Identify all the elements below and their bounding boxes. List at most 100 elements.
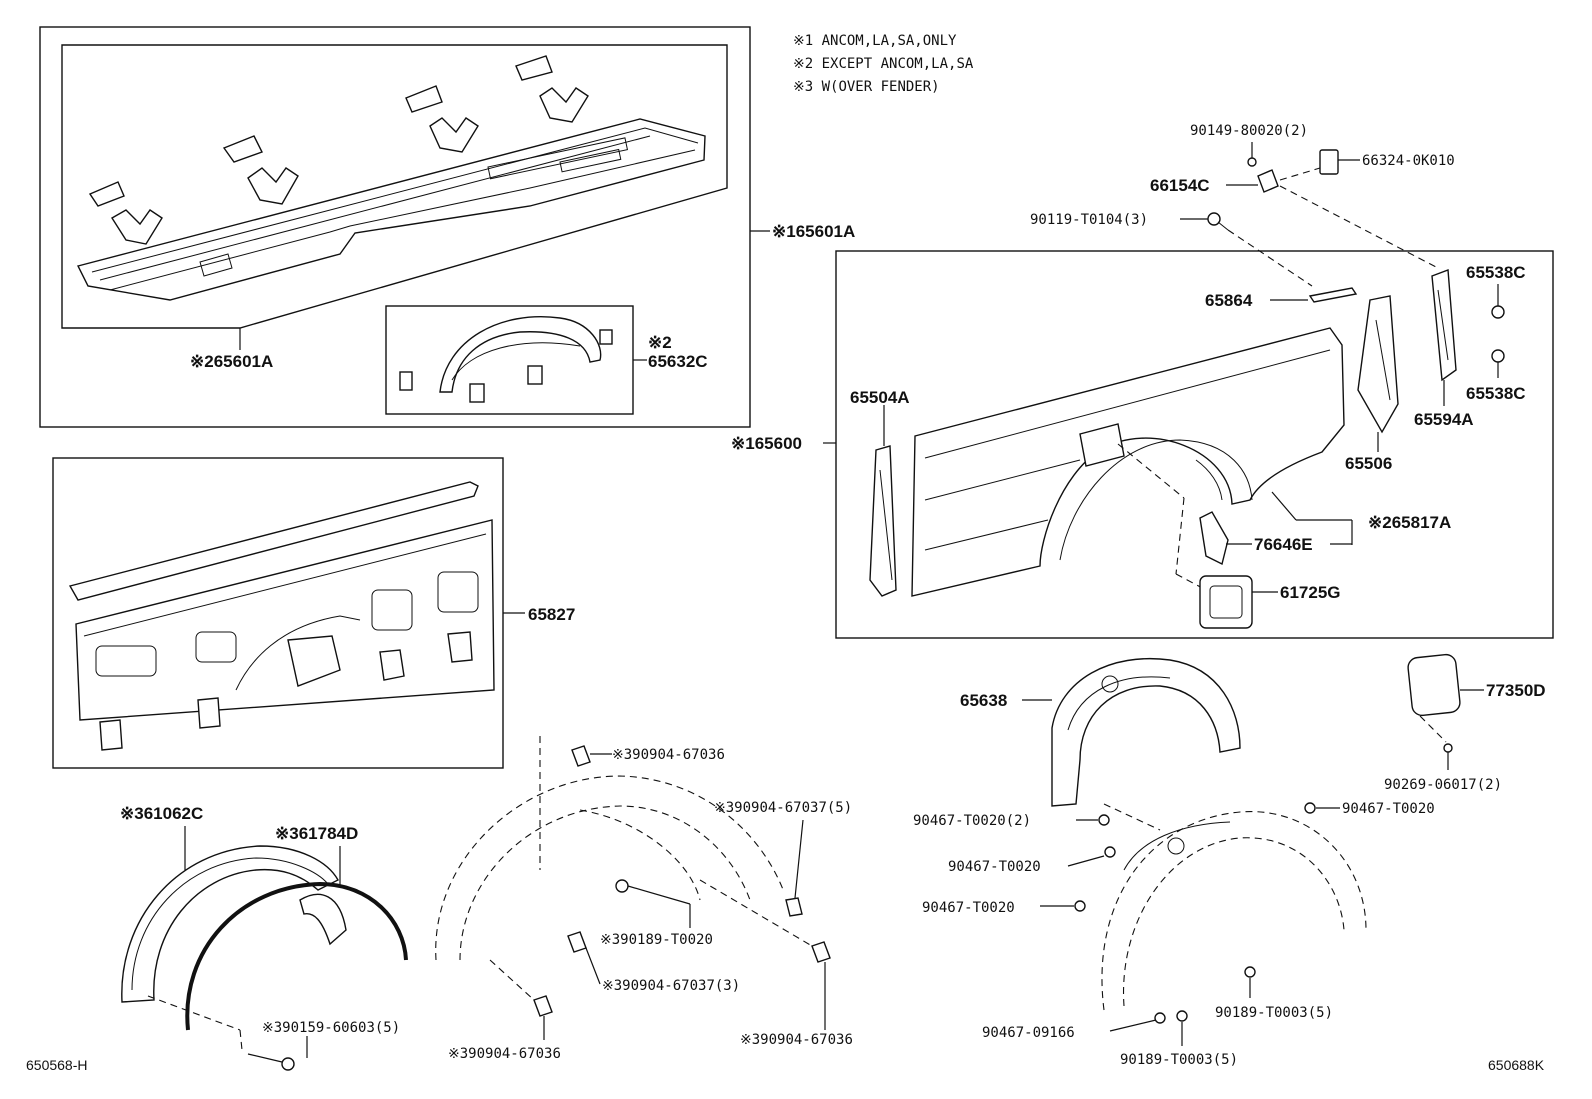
label-90189-T0020: ※390189-T0020 bbox=[600, 932, 713, 948]
wheel-liner-dashed bbox=[1101, 811, 1367, 1011]
bracket-66324 bbox=[1319, 149, 1339, 175]
label-66154C: 66154C bbox=[1150, 176, 1210, 195]
footer-left-code: 650568-H bbox=[26, 1057, 88, 1073]
fuel-lid-77350D bbox=[1407, 653, 1461, 717]
label-90904-36c: ※390904-67036 bbox=[740, 1032, 853, 1048]
label-90189-T0003-b: 90189-T0003(5) bbox=[1120, 1052, 1238, 1068]
note-2: ※2 EXCEPT ANCOM,LA,SA bbox=[793, 56, 974, 72]
inner-panel-65506 bbox=[1357, 295, 1399, 434]
dash-90159-b bbox=[239, 1029, 243, 1051]
label-90269: 90269-06017(2) bbox=[1384, 777, 1502, 793]
label-90904-37-3: ※390904-67037(3) bbox=[602, 978, 740, 994]
dash-90119 bbox=[1227, 229, 1313, 287]
clip-90467-T0020-r bbox=[1304, 802, 1316, 814]
over-fender-61062C bbox=[121, 845, 339, 1003]
leader-65817A-a bbox=[1271, 491, 1297, 521]
clip-90189-T0003-a bbox=[1244, 966, 1256, 978]
label-90467-T0020-a: 90467-T0020 bbox=[1342, 801, 1435, 817]
label-90189-T0003-a: 90189-T0003(5) bbox=[1215, 1005, 1333, 1021]
label-61062C: ※361062C bbox=[120, 804, 203, 823]
rail-65864 bbox=[1308, 287, 1358, 303]
label-90159: ※390159-60603(5) bbox=[262, 1020, 400, 1036]
leader-90189-T0020-a bbox=[627, 885, 691, 905]
bed-floor-inner-box bbox=[61, 44, 728, 329]
pin-90904-37-5 bbox=[785, 897, 803, 917]
label-65601A-2: ※265601A bbox=[190, 352, 273, 371]
label-90467-T0020-b: 90467-T0020 bbox=[948, 859, 1041, 875]
post-65594A bbox=[1431, 269, 1457, 382]
label-65632C: 65632C bbox=[648, 352, 708, 371]
wheel-liner-65638 bbox=[1051, 658, 1241, 807]
dash-66154C-65594A bbox=[1279, 185, 1439, 269]
screw-90149 bbox=[1247, 157, 1257, 167]
note-3: ※3 W(OVER FENDER) bbox=[793, 79, 940, 95]
bracket-76646E bbox=[1199, 511, 1229, 566]
pin-90904-c bbox=[811, 941, 831, 963]
bolt-90119 bbox=[1207, 212, 1229, 231]
label-90149: 90149-80020(2) bbox=[1190, 123, 1308, 139]
label-65632C-mark: ※2 bbox=[648, 333, 672, 352]
dash-90159 bbox=[147, 995, 241, 1031]
label-65601A-1: ※165601A bbox=[772, 222, 855, 241]
dash-fuel-2 bbox=[1175, 497, 1185, 575]
bed-floor-group-box bbox=[39, 26, 751, 428]
label-90904-36b: ※390904-67036 bbox=[448, 1046, 561, 1062]
label-65506: 65506 bbox=[1345, 454, 1392, 473]
wheelhouse-bracket bbox=[399, 316, 613, 403]
label-90467-T0020-c: 90467-T0020 bbox=[922, 900, 1015, 916]
clip-90467-T0020-2 bbox=[1098, 814, 1110, 826]
clip-90159 bbox=[281, 1057, 295, 1071]
floor-brackets bbox=[88, 55, 589, 245]
clip-90467-T0020-b bbox=[1104, 846, 1116, 858]
fuel-housing-61725G bbox=[1199, 575, 1253, 629]
dash-77350D bbox=[1419, 715, 1447, 743]
bed-side-box bbox=[835, 250, 1554, 639]
clip-90467-T0020-c bbox=[1074, 900, 1086, 912]
dash-pin-c bbox=[699, 879, 813, 947]
label-65504A: 65504A bbox=[850, 388, 910, 407]
leader-90159-c bbox=[247, 1053, 283, 1063]
dash-90467-2 bbox=[1103, 803, 1161, 831]
clip-65538C-a bbox=[1491, 305, 1505, 319]
label-76646E: 76646E bbox=[1254, 535, 1313, 554]
front-panel bbox=[68, 481, 495, 751]
label-65817A: ※265817A bbox=[1368, 513, 1451, 532]
label-66324: 66324-0K010 bbox=[1362, 153, 1455, 169]
label-65827: 65827 bbox=[528, 605, 575, 624]
dash-pin-b bbox=[489, 959, 535, 1001]
bed-side-panel bbox=[911, 327, 1345, 597]
label-65538C-a: 65538C bbox=[1466, 263, 1526, 282]
label-65594A: 65594A bbox=[1414, 410, 1474, 429]
label-61784D: ※361784D bbox=[275, 824, 358, 843]
bed-floor-panel bbox=[76, 118, 706, 301]
leader-90467-T0020-b bbox=[1067, 855, 1105, 867]
pin-90904-37-3 bbox=[567, 931, 587, 953]
bracket-66154C bbox=[1257, 169, 1279, 193]
leader-90904-37-3 bbox=[585, 947, 601, 985]
footer-right-code: 650688K bbox=[1488, 1057, 1545, 1073]
label-77350D: 77350D bbox=[1486, 681, 1546, 700]
fender-trim-61784D bbox=[185, 881, 408, 1031]
label-65600: ※165600 bbox=[731, 434, 802, 453]
corner-post-65504A bbox=[869, 445, 897, 597]
label-65864: 65864 bbox=[1205, 291, 1253, 310]
label-61725G: 61725G bbox=[1280, 583, 1341, 602]
pin-90904-a bbox=[571, 745, 591, 767]
label-65538C-b: 65538C bbox=[1466, 384, 1526, 403]
dash-66154C-66324 bbox=[1279, 167, 1321, 181]
leader-90467-09166 bbox=[1109, 1019, 1157, 1032]
clip-90189-T0003-b bbox=[1176, 1010, 1188, 1022]
pin-90904-b bbox=[533, 995, 553, 1017]
over-fender-dashed bbox=[435, 775, 785, 961]
note-1: ※1 ANCOM,LA,SA,ONLY bbox=[793, 33, 957, 49]
screw-90269 bbox=[1443, 743, 1453, 753]
clip-65538C-b bbox=[1491, 349, 1505, 363]
leader-90904-37-5 bbox=[794, 819, 804, 899]
clip-90467-09166 bbox=[1154, 1012, 1166, 1024]
clip-90189-T0020 bbox=[615, 879, 629, 893]
label-90119: 90119-T0104(3) bbox=[1030, 212, 1148, 228]
label-90467-T0020-2: 90467-T0020(2) bbox=[913, 813, 1031, 829]
dash-fuel-1 bbox=[1117, 443, 1185, 499]
label-90467-09166: 90467-09166 bbox=[982, 1025, 1075, 1041]
